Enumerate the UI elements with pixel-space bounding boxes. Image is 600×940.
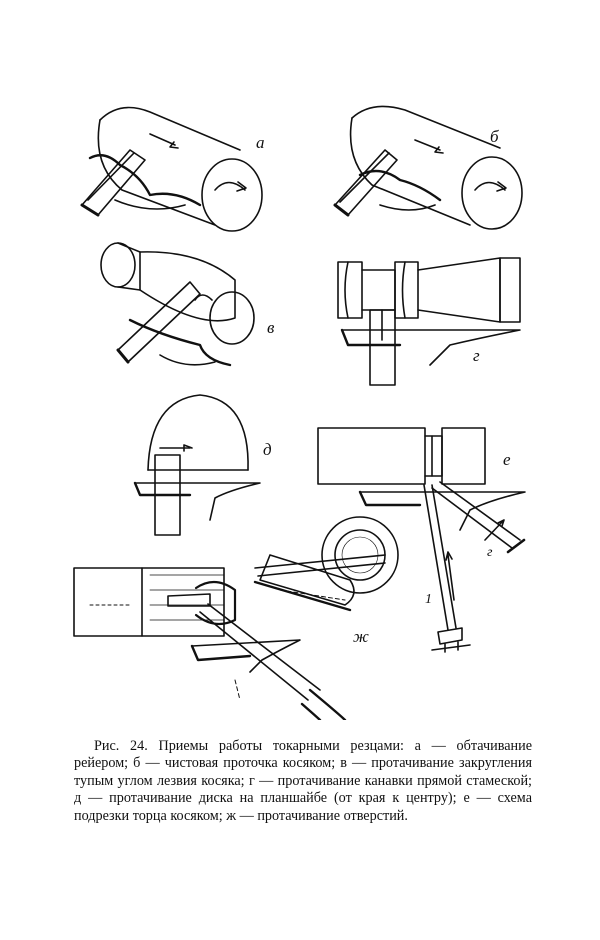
label-b: б [490, 127, 499, 146]
label-tool-1: 1 [425, 592, 432, 607]
panel-g-drawing [337, 257, 521, 386]
label-a: а [256, 133, 265, 152]
figure-illustration: а б в г д е ж 1 г [73, 105, 526, 722]
panel-zh-drawing [73, 516, 399, 722]
panel-e-drawing [317, 427, 526, 653]
figure-caption: Рис. 24. Приемы работы токарными резцами… [74, 738, 532, 825]
caption-text: Рис. 24. Приемы работы токарными резцами… [74, 738, 532, 824]
label-v: в [267, 318, 275, 337]
label-e: е [503, 450, 511, 469]
label-d: д [263, 440, 272, 459]
lathe-techniques-drawing [73, 105, 526, 722]
panel-b-drawing [333, 105, 523, 230]
panel-v-drawing [100, 242, 255, 367]
panel-d-drawing [133, 394, 261, 536]
label-zh: ж [353, 627, 369, 646]
label-tool-2: г [487, 545, 493, 560]
label-g: г [473, 346, 480, 365]
panel-a-drawing [80, 106, 263, 232]
